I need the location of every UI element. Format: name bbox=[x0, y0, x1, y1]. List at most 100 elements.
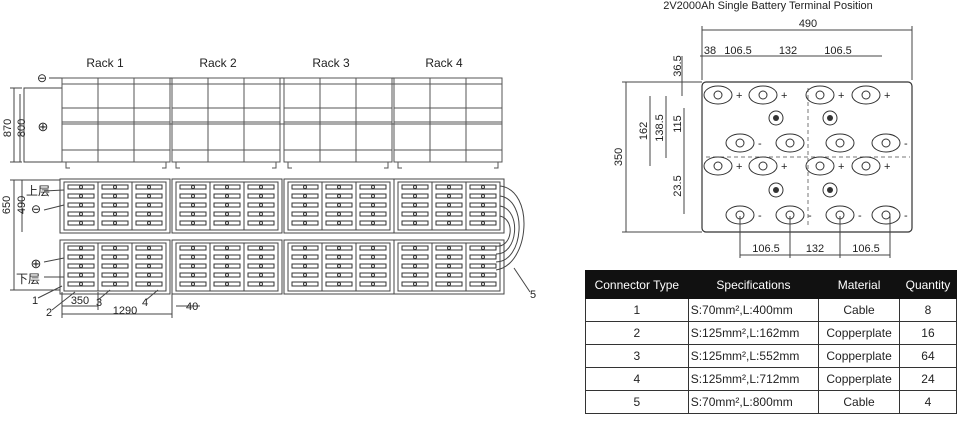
positive-sign: + bbox=[736, 161, 742, 173]
cell-type: 1 bbox=[585, 298, 689, 322]
terminal-bolt bbox=[881, 210, 891, 220]
positive-sign: + bbox=[781, 161, 787, 173]
terminal-bolt bbox=[413, 212, 417, 216]
lower-plan-racks bbox=[59, 239, 505, 295]
terminal-bolt bbox=[371, 194, 375, 198]
table-row: 1 S:70mm²,L:400mm Cable 8 bbox=[585, 298, 958, 322]
cell-material: Copperplate bbox=[818, 344, 900, 368]
col-specifications: Specifications bbox=[687, 270, 820, 299]
vent-cap bbox=[822, 110, 838, 126]
dim-162: 162 bbox=[638, 122, 650, 140]
terminal-bolt bbox=[303, 185, 307, 189]
terminal-bolt bbox=[79, 246, 83, 250]
terminal-bolt bbox=[371, 255, 375, 259]
terminal-bolt bbox=[147, 264, 151, 268]
vent-cap bbox=[768, 182, 784, 198]
terminal-bolt bbox=[303, 246, 307, 250]
cell-material: Cable bbox=[818, 390, 900, 414]
terminal-bolt bbox=[447, 212, 451, 216]
cell-spec: S:125mm²,L:552mm bbox=[687, 344, 820, 368]
terminal-post bbox=[748, 156, 778, 176]
rack-plan-view: 650 490 上层 ⊖ ⊕ 下层 bbox=[1, 178, 536, 319]
terminal-bolt bbox=[79, 264, 83, 268]
terminal-bolt bbox=[225, 212, 229, 216]
terminal-post bbox=[703, 156, 733, 176]
terminal-bolt bbox=[713, 161, 723, 171]
terminal-bolt bbox=[481, 246, 485, 250]
terminal-bolt bbox=[259, 194, 263, 198]
terminal-bolt bbox=[337, 264, 341, 268]
terminal-bolt bbox=[113, 194, 117, 198]
positive-sign: + bbox=[884, 90, 890, 102]
cell-qty: 16 bbox=[898, 321, 958, 345]
terminal-bolt bbox=[337, 246, 341, 250]
terminal-bolt bbox=[413, 255, 417, 259]
cell-spec: S:70mm²,L:400mm bbox=[687, 298, 820, 322]
terminal-bolt bbox=[259, 221, 263, 225]
positive-sign: + bbox=[884, 161, 890, 173]
terminal-post bbox=[805, 85, 835, 105]
cell-type: 2 bbox=[585, 321, 689, 345]
terminal-bolt bbox=[225, 185, 229, 189]
terminal-bolt bbox=[337, 282, 341, 286]
busbar-connectors bbox=[67, 184, 497, 287]
dim-115: 115 bbox=[672, 115, 684, 133]
terminal-bolt bbox=[371, 264, 375, 268]
terminal-bolt bbox=[835, 138, 845, 148]
cell-qty: 8 bbox=[898, 298, 958, 322]
terminal-bolt bbox=[413, 185, 417, 189]
cell-spec: S:125mm²,L:712mm bbox=[687, 367, 820, 391]
terminal-bolt bbox=[191, 212, 195, 216]
rack-frames bbox=[61, 77, 503, 169]
terminal-bolt bbox=[371, 273, 375, 277]
positive-sign: + bbox=[736, 90, 742, 102]
cell-qty: 24 bbox=[898, 367, 958, 391]
terminal-post bbox=[851, 156, 881, 176]
dim-1290: 1290 bbox=[113, 305, 137, 317]
terminal-bolt bbox=[259, 212, 263, 216]
terminal-bolt bbox=[191, 185, 195, 189]
bottom-dim-106-5-b: 106.5 bbox=[852, 243, 880, 255]
terminal-bolt bbox=[413, 203, 417, 207]
terminal-bolt bbox=[371, 212, 375, 216]
lower-layer-label: 下层 bbox=[16, 272, 40, 286]
terminal-bolt bbox=[191, 255, 195, 259]
cell-spec: S:70mm²,L:800mm bbox=[687, 390, 820, 414]
terminal-post bbox=[851, 85, 881, 105]
terminal-bolt bbox=[79, 221, 83, 225]
terminal-bolt bbox=[259, 203, 263, 207]
terminal-bolt bbox=[225, 282, 229, 286]
terminal-bolt bbox=[225, 246, 229, 250]
terminal-post bbox=[775, 133, 805, 153]
terminal-bolt bbox=[481, 221, 485, 225]
vent-cap bbox=[822, 182, 838, 198]
terminal-bolt bbox=[413, 246, 417, 250]
dim-350: 350 bbox=[71, 295, 89, 307]
table-row: 4 S:125mm²,L:712mm Copperplate 24 bbox=[585, 367, 958, 391]
terminal-bolt bbox=[259, 246, 263, 250]
terminal-bolt bbox=[447, 273, 451, 277]
table-row: 2 S:125mm²,L:162mm Copperplate 16 bbox=[585, 321, 958, 345]
cell-type: 3 bbox=[585, 344, 689, 368]
terminal-bolt bbox=[113, 273, 117, 277]
terminal-bolt bbox=[147, 203, 151, 207]
terminal-bolt bbox=[113, 264, 117, 268]
cell-type: 4 bbox=[585, 367, 689, 391]
terminal-bolt bbox=[413, 282, 417, 286]
terminal-bolt bbox=[191, 273, 195, 277]
width-dim: 490 bbox=[799, 18, 817, 30]
terminal-bolt bbox=[785, 138, 795, 148]
cell-material: Copperplate bbox=[818, 367, 900, 391]
positive-sign: + bbox=[838, 161, 844, 173]
terminal-bolt bbox=[225, 194, 229, 198]
terminal-bolt bbox=[147, 273, 151, 277]
terminal-bolt bbox=[191, 221, 195, 225]
terminal-bolt bbox=[303, 203, 307, 207]
connector-spec-table: Connector Type Specifications Material Q… bbox=[585, 270, 958, 414]
terminal-bolt bbox=[191, 264, 195, 268]
negative-sign: - bbox=[858, 210, 862, 222]
terminal-bolt bbox=[225, 255, 229, 259]
terminal-bolt bbox=[147, 194, 151, 198]
dim-23-5: 23.5 bbox=[672, 175, 684, 196]
terminal-bolt bbox=[481, 185, 485, 189]
